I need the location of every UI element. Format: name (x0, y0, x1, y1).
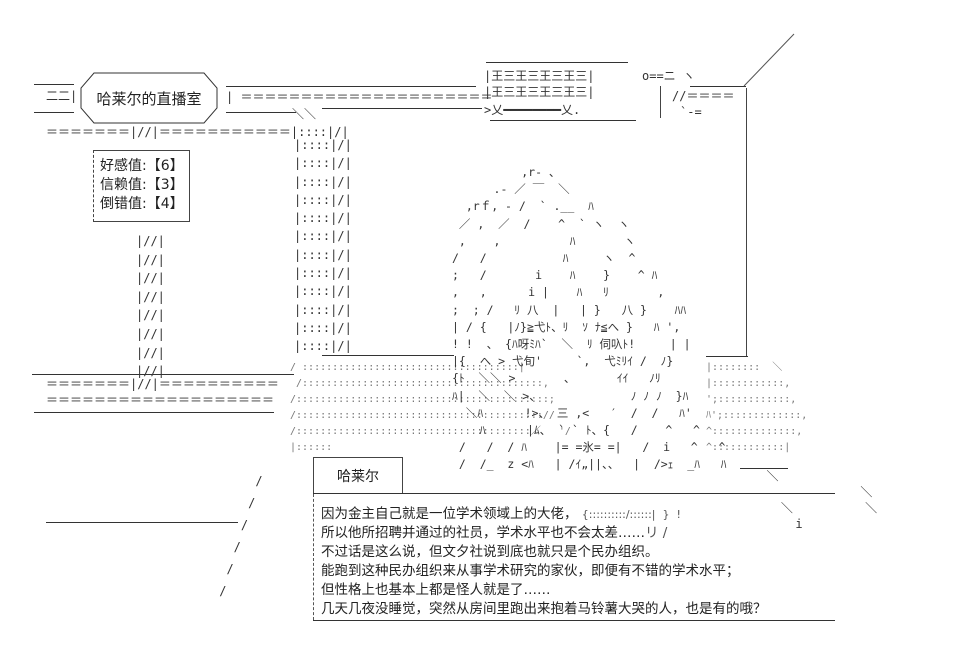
kbd-top (486, 62, 628, 63)
art-fragment: {::::::::::/::::::| } ! (581, 508, 681, 521)
floor-line (46, 522, 238, 523)
dialogue-box: 因为金主自己就是一位学术领域上的大佬， {::::::::::/::::::| … (313, 493, 835, 621)
kbd-keys-row2: 王三王三王三王三 (491, 85, 588, 99)
right-desk-surface: |:::::::: ＼ |::::::::::::, ';:::::::::::… (706, 362, 808, 453)
dialogue-line-2: 所以他所招聘并通过的社员，学术水平也不会太差……リ / (321, 521, 667, 541)
character-ascii-art: ,r‐ 、 .‐ ／ ￣ ＼ ,rｆ, ‐ / ` .__ ﾊ ／ , ／ / … (452, 165, 727, 472)
stat-value: 【3】 (146, 177, 184, 193)
right-floor-line (740, 468, 788, 469)
stream-title-plate: 哈莱尔的直播室 (80, 72, 218, 124)
desk-surface: / ::::::::::::::::::::::::::::::::::::| … (290, 362, 571, 453)
desk-leg: / / / / / / (219, 474, 263, 598)
strap-diagonal-icon (743, 33, 795, 87)
banner-line (322, 108, 482, 109)
kbd-cable-3: `-= (680, 105, 702, 119)
ledge-dashes-1: ＝＝＝＝＝＝＝|//|＝＝＝＝＝＝＝＝＝＝ (46, 377, 279, 391)
stat-perversion: 倒错值:【4】 (100, 196, 184, 212)
dialogue-line-1: 因为金主自己就是一位学术领域上的大佬， {::::::::::/::::::| … (321, 502, 681, 522)
speaker-name: 哈莱尔 (337, 468, 379, 485)
banner-line (226, 112, 296, 113)
stat-label: 好感值 (100, 158, 142, 174)
kbd-bottom: >乂━━━━━━━━乂. (484, 103, 581, 117)
cable-slashes: // (672, 89, 687, 103)
right-wall (746, 88, 747, 356)
dialogue-text: 所以他所招聘并通过的社员，学术水平也不会太差…… (321, 525, 645, 541)
stat-value: 【6】 (146, 158, 184, 174)
octagon-frame-icon (80, 72, 218, 124)
pillar-middle: |::::|/| |::::|/| |::::|/| |::::|/| |:::… (294, 138, 352, 354)
dialogue-line-6: 几天几夜没睡觉，突然从房间里跑出来抱着马铃薯大哭的人，也是有的哦？ (321, 601, 767, 617)
ledge-dashes-2: ＝＝＝＝＝＝＝＝＝＝＝＝＝＝＝＝＝＝＝ (46, 393, 275, 407)
kbd-cable-2: //＝＝＝＝ (672, 89, 735, 103)
banner-dashes-right: | ＝＝＝＝＝＝＝＝＝＝＝＝＝＝＝＝＝＝＝＝＝ (226, 90, 493, 104)
stream-title: 哈莱尔的直播室 (96, 89, 202, 108)
ledge-line (34, 412, 274, 413)
kbd-side (660, 86, 661, 118)
banner-line (34, 112, 74, 113)
banner-line (34, 84, 74, 85)
stat-label: 信赖值 (100, 177, 142, 193)
kbd-row1: |王三王三王三王三| (484, 69, 595, 83)
speaker-name-tab: 哈莱尔 (313, 457, 403, 493)
stat-label: 倒错值 (100, 196, 142, 212)
desk-top-line (322, 355, 454, 356)
dialogue-line-4: 能跑到这种民办组织来从事学术研究的家伙，即便有不错的学术水平； (321, 563, 740, 579)
strap-line (690, 86, 746, 87)
banner-dashes-left: 二二| (46, 89, 78, 103)
kbd-keys-row1: 王三王三王三王三 (491, 69, 588, 83)
diagonal-joint: ＼＼ (292, 107, 317, 121)
kbd-underline (490, 120, 636, 121)
kbd-cable-1: o==ニ ヽ (642, 69, 695, 83)
dialogue-line-5: 但性格上也基本上都是怪人就是了…… (321, 582, 551, 598)
art-fragment: リ / (645, 525, 668, 541)
stats-panel: 好感值:【6】 信赖值:【3】 倒错值:【4】 (93, 150, 190, 222)
kbd-base: 乂━━━━━━━━乂 (491, 103, 574, 117)
stat-value: 【4】 (146, 196, 184, 212)
right-desk-top (706, 356, 748, 357)
kbd-row2: |王三王三王三王三| (484, 85, 595, 99)
dialogue-line-3: 不过话是这么说，但文夕社说到底也就只是个民办组织。 (321, 544, 659, 560)
keyboard-frame: |王三王三王三王三| |王三王三王三王三| (484, 62, 632, 104)
right-diagonals: ＼ ＼ ＼ ＼ i (766, 469, 878, 531)
stat-trust: 信赖值:【3】 (100, 177, 184, 193)
banner-line (226, 86, 476, 87)
banner-dashes-row2: ＝＝＝＝＝＝＝|//|＝＝＝＝＝＝＝＝＝＝＝|::::|/| (46, 125, 349, 139)
ledge-line (32, 374, 294, 375)
stat-affection: 好感值:【6】 (100, 158, 184, 174)
dialogue-text: 因为金主自己就是一位学术领域上的大佬， (321, 506, 578, 522)
pillar-left: |//| |//| |//| |//| |//| |//| |//| |//| (136, 234, 165, 379)
